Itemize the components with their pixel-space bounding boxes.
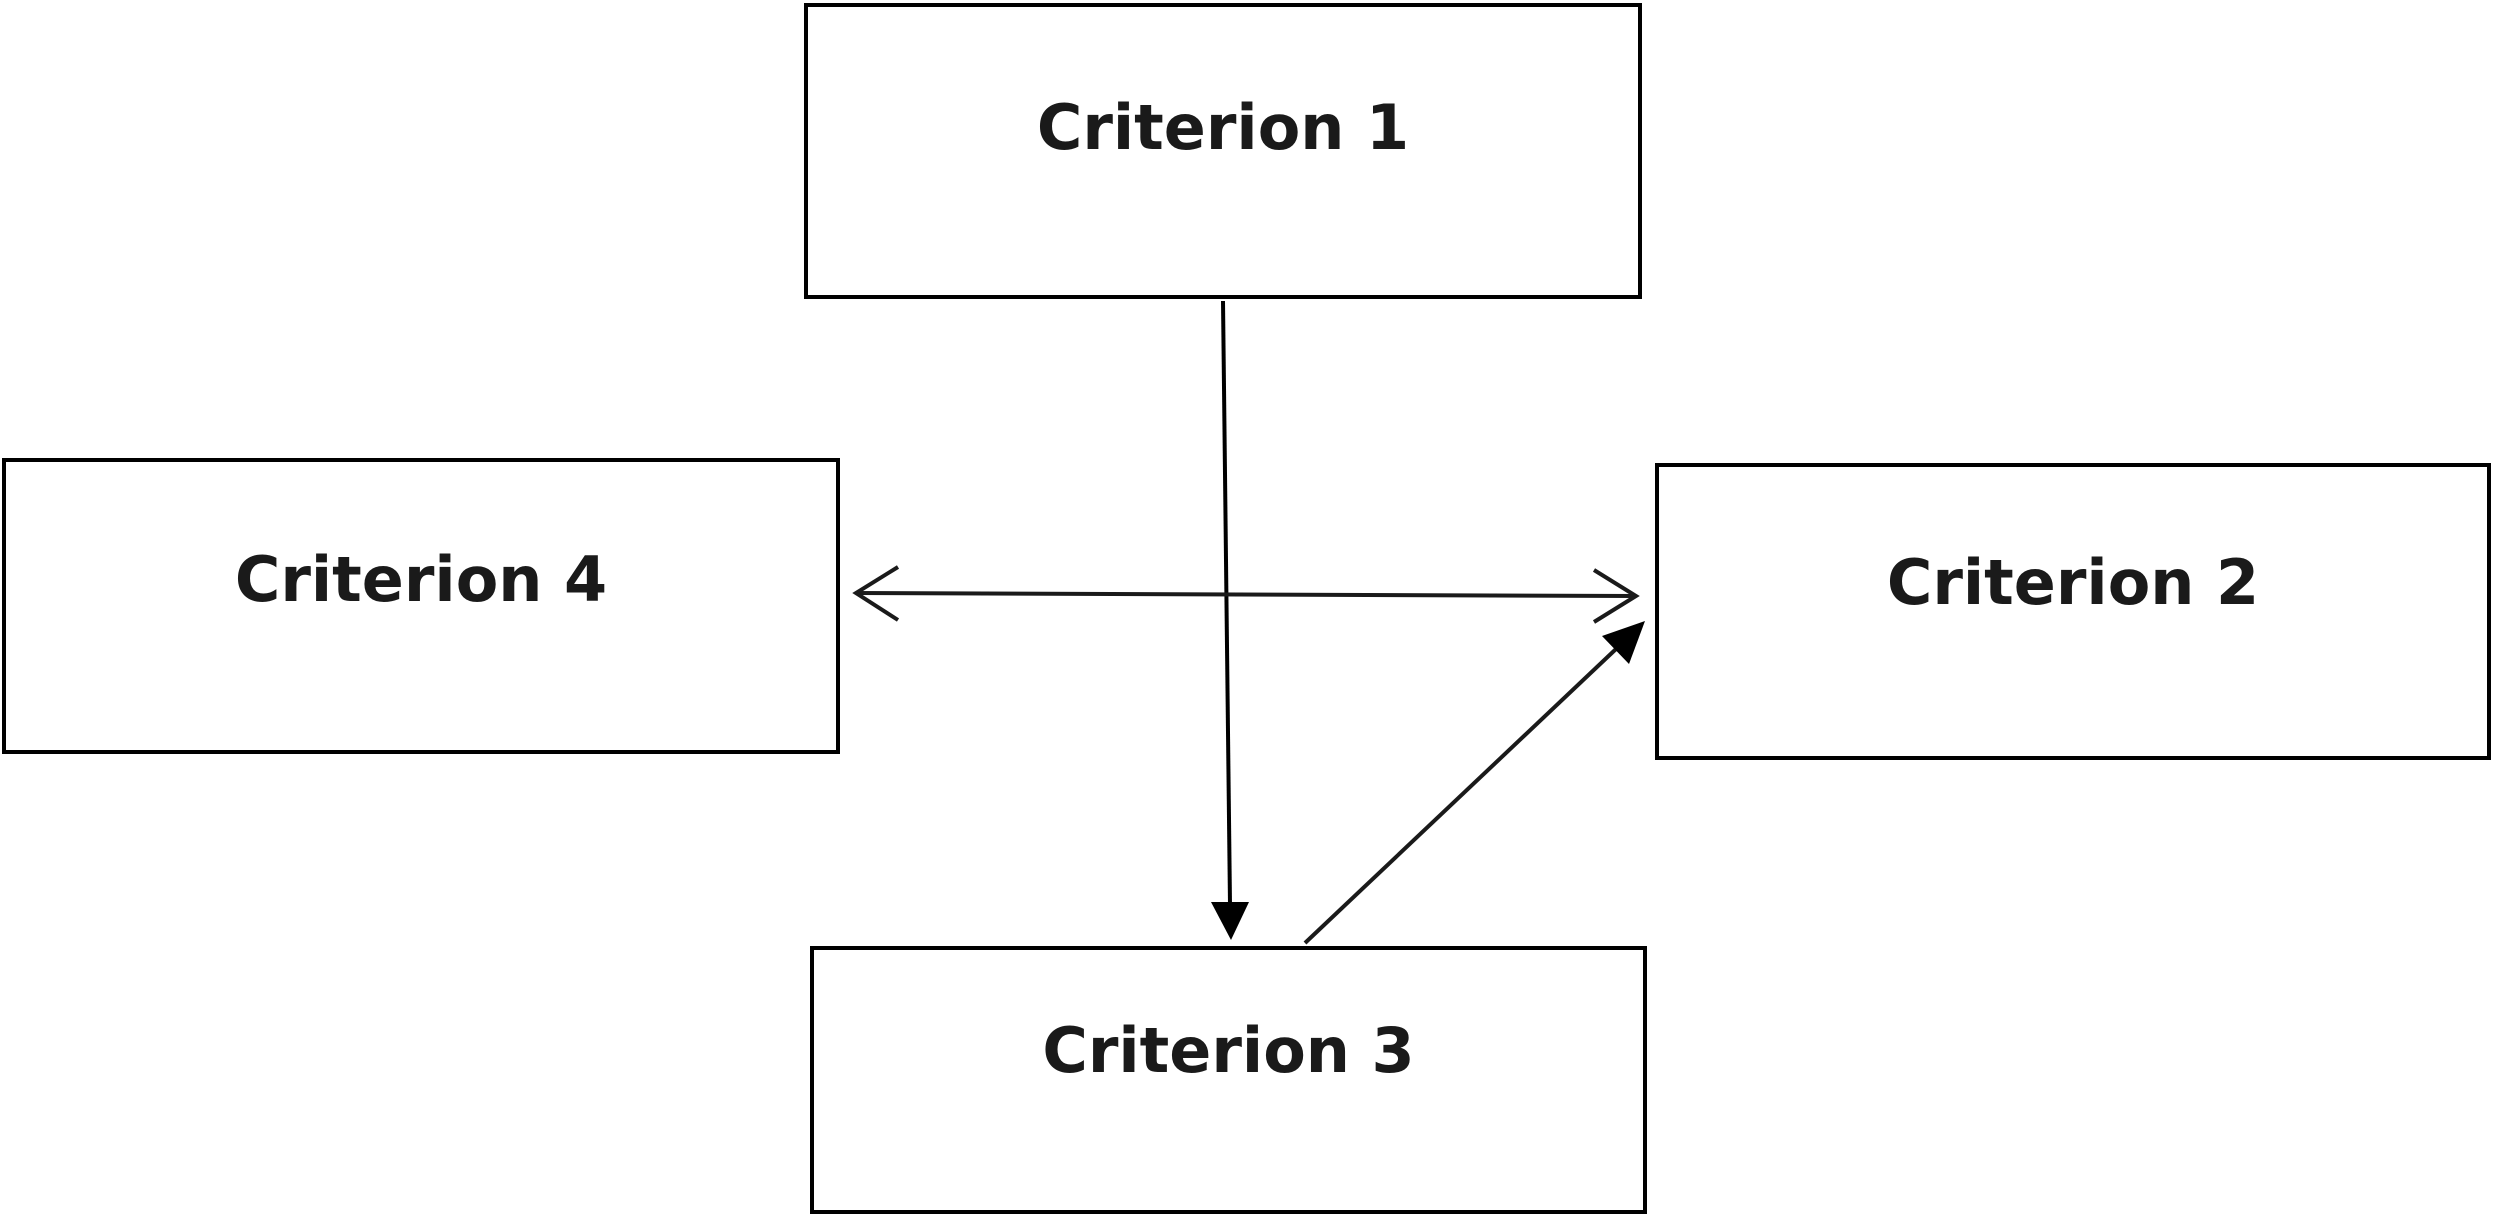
criterion-2-label: Criterion 2 bbox=[1886, 546, 2260, 619]
edge-c1-to-c3 bbox=[1211, 300, 1249, 940]
arrowhead-filled bbox=[1602, 621, 1645, 664]
criterion-3-box: Criterion 3 bbox=[810, 946, 1647, 1214]
edge-c3-to-c2 bbox=[1303, 621, 1645, 945]
arrowhead-open-left bbox=[852, 565, 900, 622]
criterion-4-box: Criterion 4 bbox=[2, 458, 840, 754]
criterion-1-label: Criterion 1 bbox=[1036, 91, 1410, 164]
criterion-4-label: Criterion 4 bbox=[234, 543, 608, 616]
edge-c4-to-c2 bbox=[852, 565, 1640, 624]
arrowhead-open-right bbox=[1592, 568, 1640, 624]
criterion-3-label: Criterion 3 bbox=[1042, 1014, 1415, 1087]
criterion-2-box: Criterion 2 bbox=[1655, 463, 2491, 760]
arrowhead-filled bbox=[1211, 902, 1249, 940]
criterion-1-box: Criterion 1 bbox=[804, 3, 1642, 299]
